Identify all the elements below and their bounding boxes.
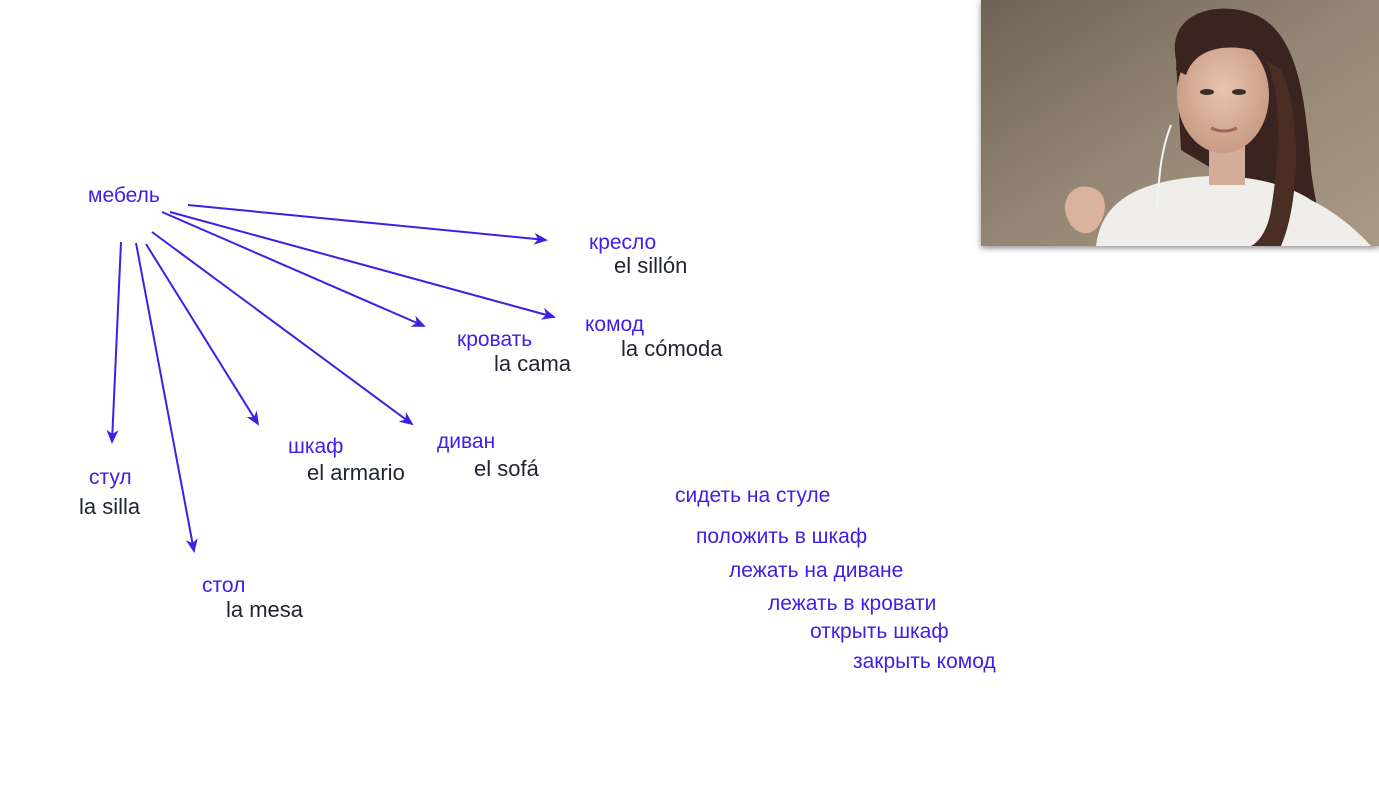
video-participant-icon <box>981 0 1379 246</box>
word-es-stol: la mesa <box>226 597 304 622</box>
phrase-1: сидеть на стуле <box>675 484 831 507</box>
phrase-5: открыть шкаф <box>810 620 949 643</box>
word-ru-krovat: кровать <box>457 328 533 351</box>
word-es-stul: la silla <box>79 494 141 519</box>
phrase-6: закрыть комод <box>853 650 996 673</box>
word-ru-shkaf: шкаф <box>288 435 344 458</box>
phrase-2: положить в шкаф <box>696 525 868 548</box>
arrow-to-stol <box>135 242 198 553</box>
root-word: мебель <box>88 184 160 207</box>
arrow-to-komod <box>169 211 556 320</box>
arrow-to-stul <box>106 241 122 444</box>
webcam-video-tile[interactable] <box>981 0 1379 246</box>
word-es-divan: el sofá <box>474 456 539 481</box>
word-ru-kreslo: кресло <box>589 231 657 254</box>
arrow-to-kreslo <box>187 204 548 245</box>
word-ru-komod: комод <box>585 313 645 336</box>
word-ru-stul: стул <box>89 466 132 489</box>
arrow-to-shkaf <box>145 243 260 426</box>
arrow-to-divan <box>151 231 414 426</box>
phrase-4: лежать в кровати <box>768 592 937 615</box>
word-es-komod: la cómoda <box>621 336 723 361</box>
arrow-to-krovat <box>161 211 426 327</box>
word-ru-stol: стол <box>202 574 246 597</box>
word-es-shkaf: el armario <box>307 460 405 485</box>
phrase-3: лежать на диване <box>729 559 904 582</box>
word-es-kreslo: el sillón <box>614 253 688 278</box>
word-es-krovat: la cama <box>494 351 572 376</box>
word-ru-divan: диван <box>437 430 496 453</box>
